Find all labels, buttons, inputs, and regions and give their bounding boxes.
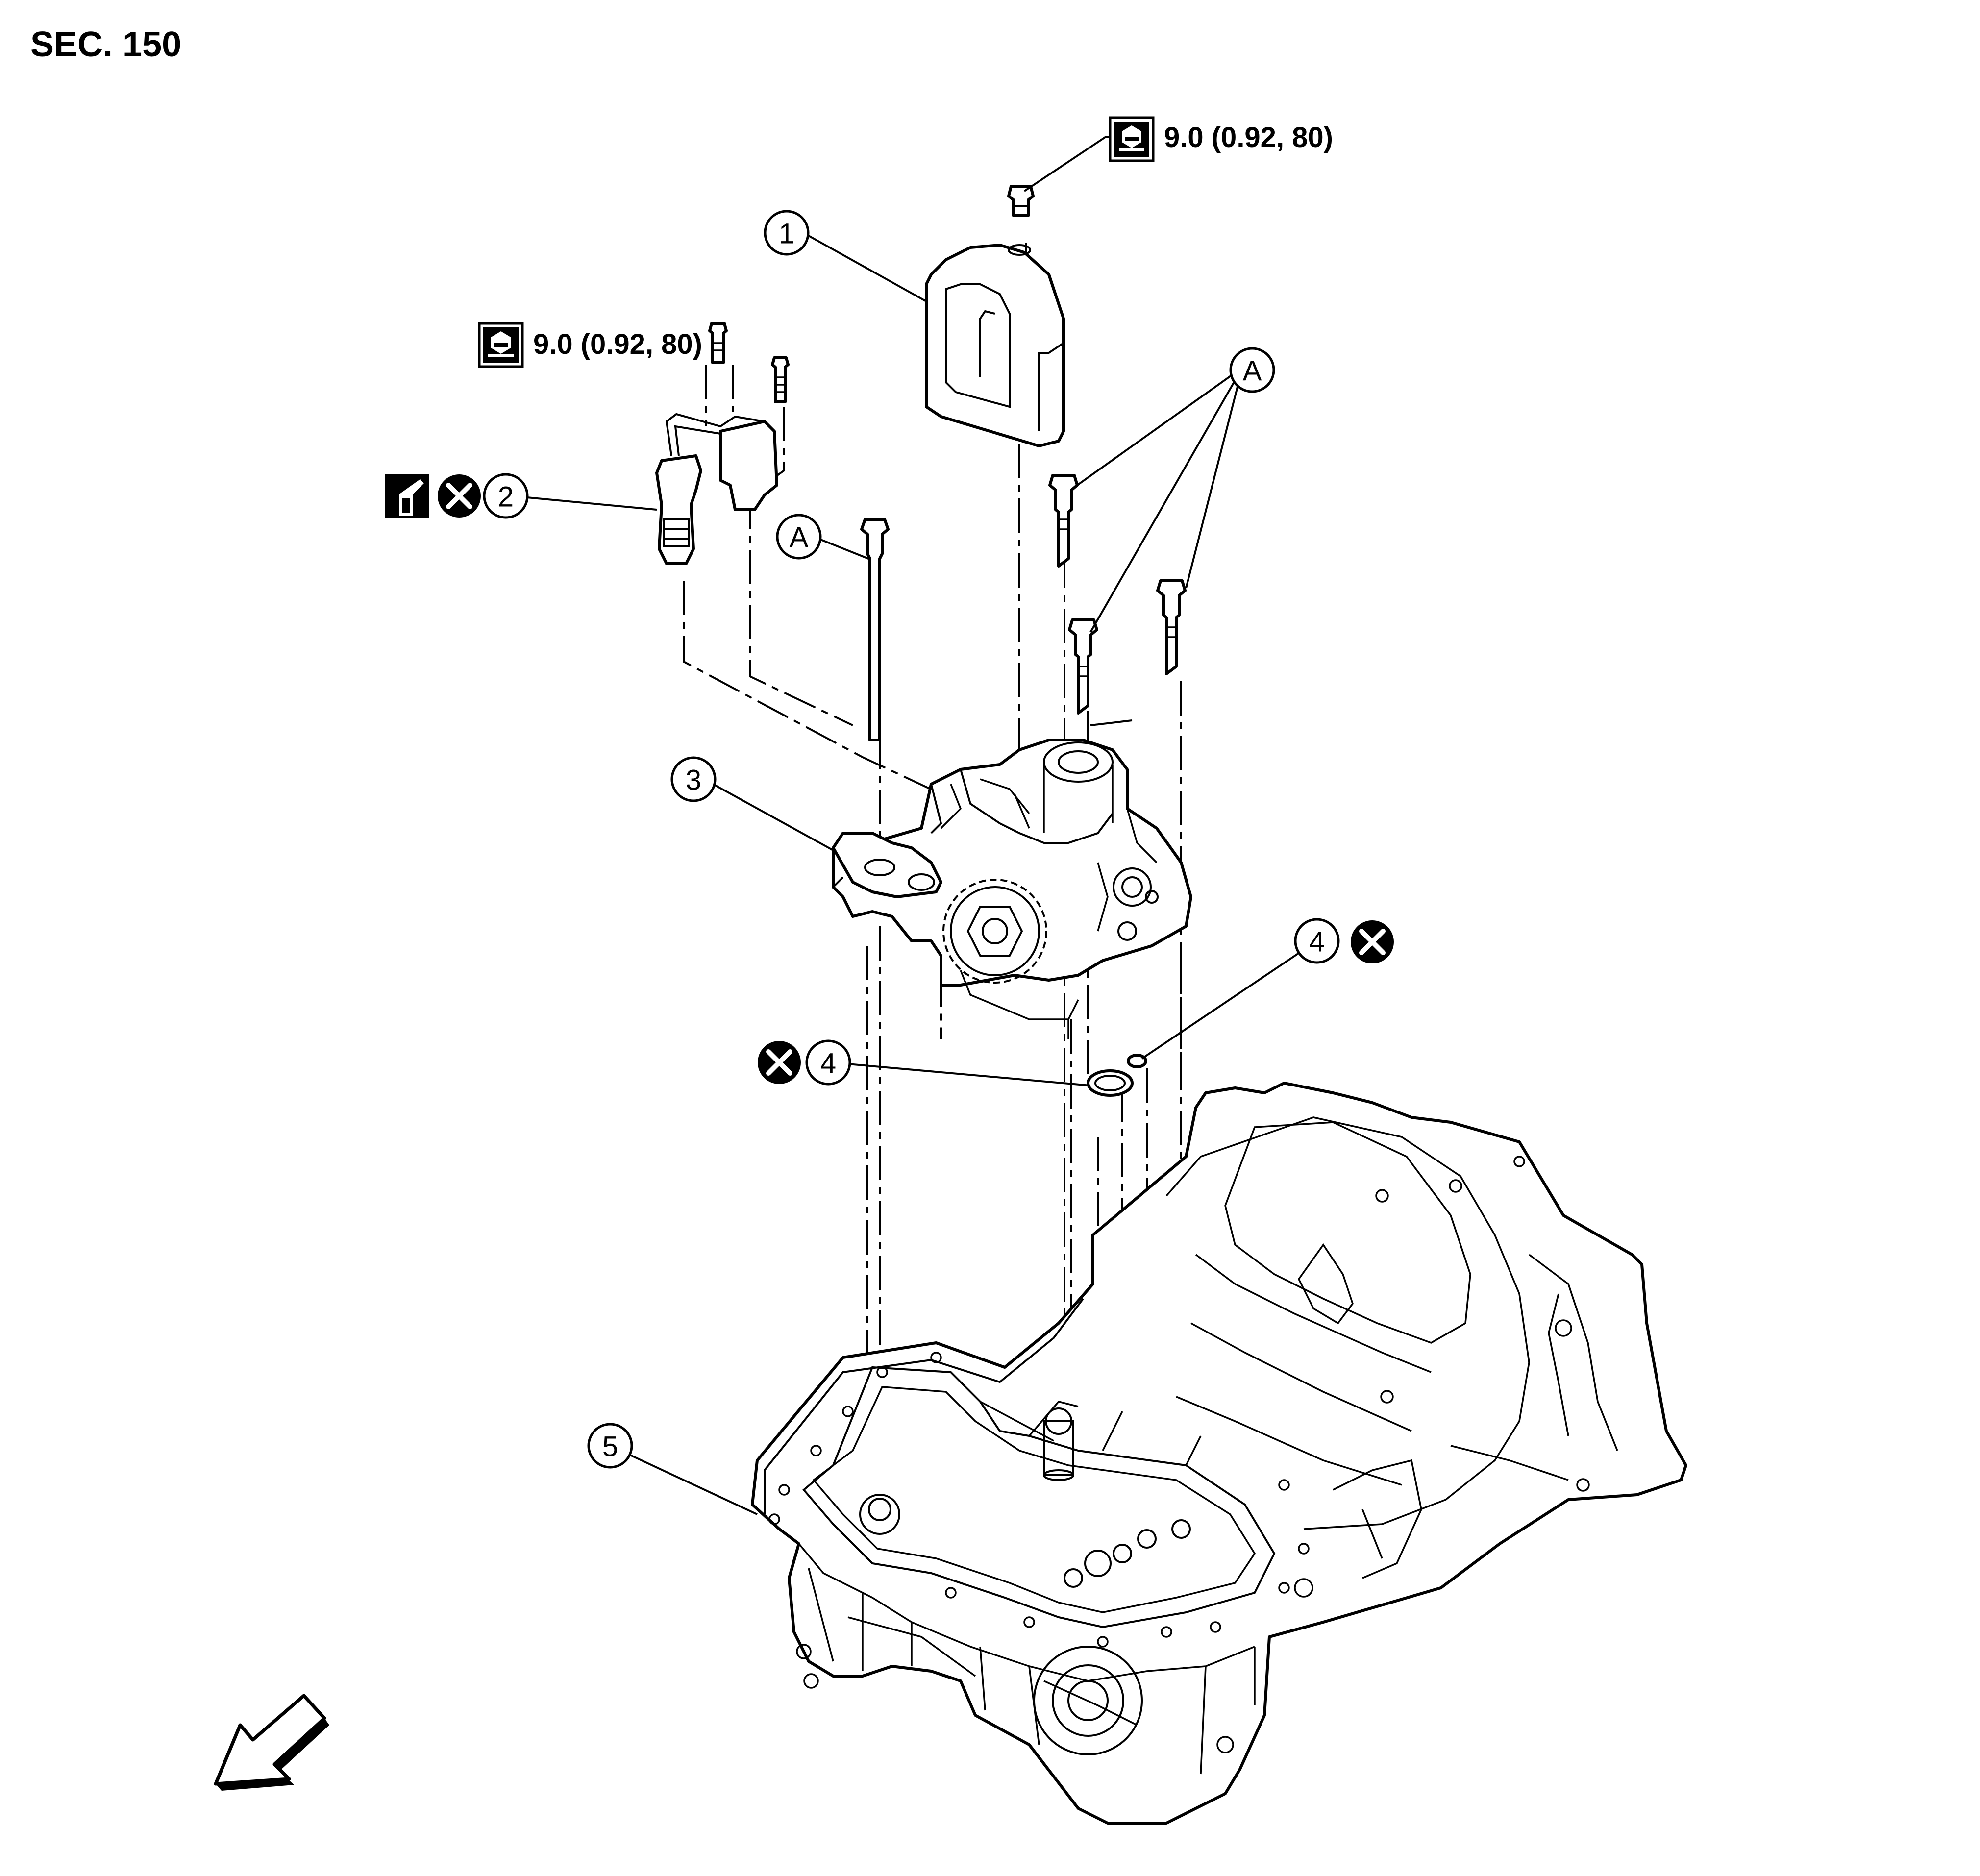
- tightening-torque-icon: [478, 322, 524, 368]
- do-not-reuse-icon: [438, 474, 481, 518]
- chain-cover: [925, 244, 1065, 447]
- section-label-text: SEC. 150: [30, 25, 182, 64]
- sensor-bolt-1: [708, 322, 728, 364]
- pump-bolt-long: [860, 518, 890, 741]
- callout-1-text: 1: [779, 218, 794, 250]
- cover-bolt: [1007, 185, 1035, 217]
- tightening-torque-icon: [1109, 116, 1155, 162]
- callout-2: 2: [483, 473, 529, 519]
- oil-pump-assembly: [832, 739, 1192, 1039]
- apply-liquid-gasket-icon: [385, 474, 429, 518]
- callout-4-left: 4: [805, 1039, 851, 1086]
- sensor-bolt-torque-label: 9.0 (0.92, 80): [533, 328, 702, 360]
- callout-3-text: 3: [686, 765, 701, 796]
- do-not-reuse-icon: [758, 1041, 801, 1084]
- section-label: SEC. 150: [30, 25, 181, 65]
- callout-a-top-text: A: [1243, 355, 1262, 387]
- flange-bolt-holes: [768, 1156, 1590, 1753]
- pump-bolt-a1: [1048, 474, 1079, 568]
- oil-pan-upper: [751, 1082, 1687, 1825]
- o-rings: [1087, 1054, 1147, 1097]
- leader-lines: [526, 136, 1318, 1515]
- callout-4-left-text: 4: [820, 1048, 836, 1080]
- sensor-bolt-2: [771, 356, 790, 403]
- cover-bolt-torque-label: 9.0 (0.92, 80): [1164, 122, 1333, 153]
- callout-4-right: 4: [1294, 918, 1340, 964]
- pump-drive-gear: [942, 879, 1047, 984]
- callout-3: 3: [670, 756, 717, 802]
- callout-a-left-text: A: [790, 522, 809, 554]
- pump-bolt-a3: [1156, 579, 1187, 675]
- bolts: [708, 185, 1187, 741]
- callout-1: 1: [764, 210, 810, 256]
- callout-5: 5: [587, 1423, 633, 1469]
- callout-a-top: A: [1229, 347, 1275, 393]
- pump-bolt-a2: [1068, 618, 1098, 715]
- callout-2-text: 2: [498, 481, 514, 513]
- do-not-reuse-icon: [1351, 920, 1394, 963]
- callout-a-left: A: [776, 514, 822, 560]
- callout-5-text: 5: [602, 1431, 618, 1463]
- front-direction-arrow-icon: [214, 1694, 329, 1791]
- oil-pressure-sensor: [655, 413, 778, 565]
- callout-4-right-text: 4: [1309, 926, 1325, 958]
